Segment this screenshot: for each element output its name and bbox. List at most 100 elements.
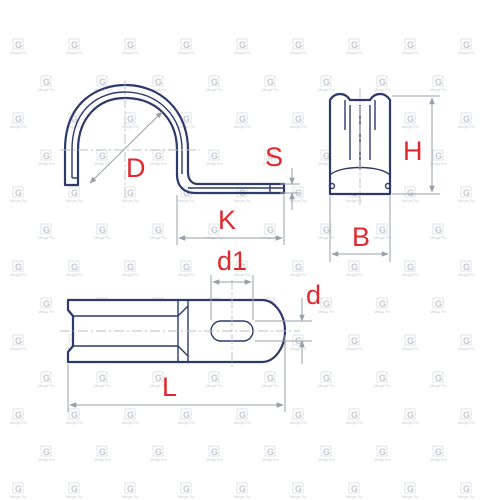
svg-text:Mega Fix: Mega Fix xyxy=(290,50,306,55)
svg-text:G: G xyxy=(323,299,330,309)
svg-text:Mega Fix: Mega Fix xyxy=(318,235,334,240)
svg-text:G: G xyxy=(407,484,414,494)
svg-text:G: G xyxy=(211,373,218,383)
svg-text:G: G xyxy=(463,262,470,272)
svg-text:G: G xyxy=(267,77,274,87)
svg-text:G: G xyxy=(435,77,442,87)
svg-text:Mega Fix: Mega Fix xyxy=(346,494,362,499)
svg-text:Mega Fix: Mega Fix xyxy=(122,50,138,55)
svg-text:G: G xyxy=(99,225,106,235)
svg-text:G: G xyxy=(379,447,386,457)
svg-text:G: G xyxy=(99,151,106,161)
svg-text:Mega Fix: Mega Fix xyxy=(66,50,82,55)
svg-text:G: G xyxy=(463,114,470,124)
svg-text:G: G xyxy=(267,151,274,161)
svg-text:G: G xyxy=(463,410,470,420)
svg-text:Mega Fix: Mega Fix xyxy=(150,457,166,462)
svg-text:G: G xyxy=(239,262,246,272)
svg-text:Mega Fix: Mega Fix xyxy=(122,494,138,499)
svg-text:G: G xyxy=(435,225,442,235)
svg-text:G: G xyxy=(155,225,162,235)
clamp-side-outline xyxy=(63,83,286,195)
label-S: S xyxy=(265,142,283,172)
svg-text:G: G xyxy=(351,336,358,346)
svg-text:Mega Fix: Mega Fix xyxy=(458,124,474,129)
svg-text:Mega Fix: Mega Fix xyxy=(262,383,278,388)
svg-text:Mega Fix: Mega Fix xyxy=(178,124,194,129)
svg-text:G: G xyxy=(43,151,50,161)
svg-text:G: G xyxy=(71,40,78,50)
svg-text:Mega Fix: Mega Fix xyxy=(290,494,306,499)
svg-text:G: G xyxy=(267,225,274,235)
svg-text:G: G xyxy=(155,447,162,457)
svg-text:G: G xyxy=(211,447,218,457)
svg-text:G: G xyxy=(155,151,162,161)
svg-text:Mega Fix: Mega Fix xyxy=(38,383,54,388)
label-H: H xyxy=(403,136,423,166)
svg-text:Mega Fix: Mega Fix xyxy=(10,420,26,425)
svg-text:G: G xyxy=(211,225,218,235)
svg-text:Mega Fix: Mega Fix xyxy=(234,50,250,55)
end-view-hole-right xyxy=(384,182,392,190)
svg-text:Mega Fix: Mega Fix xyxy=(150,235,166,240)
svg-text:G: G xyxy=(155,77,162,87)
svg-text:G: G xyxy=(71,262,78,272)
svg-text:G: G xyxy=(435,151,442,161)
svg-text:Mega Fix: Mega Fix xyxy=(178,494,194,499)
svg-text:Mega Fix: Mega Fix xyxy=(10,346,26,351)
svg-text:Mega Fix: Mega Fix xyxy=(150,161,166,166)
svg-text:G: G xyxy=(127,114,134,124)
top-view-bend-corners xyxy=(177,305,189,357)
svg-text:G: G xyxy=(463,40,470,50)
svg-text:Mega Fix: Mega Fix xyxy=(290,272,306,277)
svg-text:Mega Fix: Mega Fix xyxy=(10,50,26,55)
svg-text:Mega Fix: Mega Fix xyxy=(66,198,82,203)
svg-text:G: G xyxy=(351,410,358,420)
svg-text:Mega Fix: Mega Fix xyxy=(234,494,250,499)
svg-text:G: G xyxy=(99,77,106,87)
svg-text:G: G xyxy=(127,410,134,420)
svg-text:Mega Fix: Mega Fix xyxy=(318,161,334,166)
svg-text:G: G xyxy=(43,299,50,309)
svg-text:Mega Fix: Mega Fix xyxy=(10,198,26,203)
svg-text:Mega Fix: Mega Fix xyxy=(38,457,54,462)
svg-text:G: G xyxy=(351,40,358,50)
svg-text:G: G xyxy=(295,410,302,420)
svg-text:G: G xyxy=(183,262,190,272)
svg-text:G: G xyxy=(323,151,330,161)
side-view: D S K xyxy=(60,80,300,245)
dimension-line-d-diameter xyxy=(89,111,163,184)
svg-text:Mega Fix: Mega Fix xyxy=(150,383,166,388)
svg-text:G: G xyxy=(15,262,22,272)
label-B: B xyxy=(352,222,370,252)
svg-text:G: G xyxy=(463,484,470,494)
svg-text:Mega Fix: Mega Fix xyxy=(346,346,362,351)
